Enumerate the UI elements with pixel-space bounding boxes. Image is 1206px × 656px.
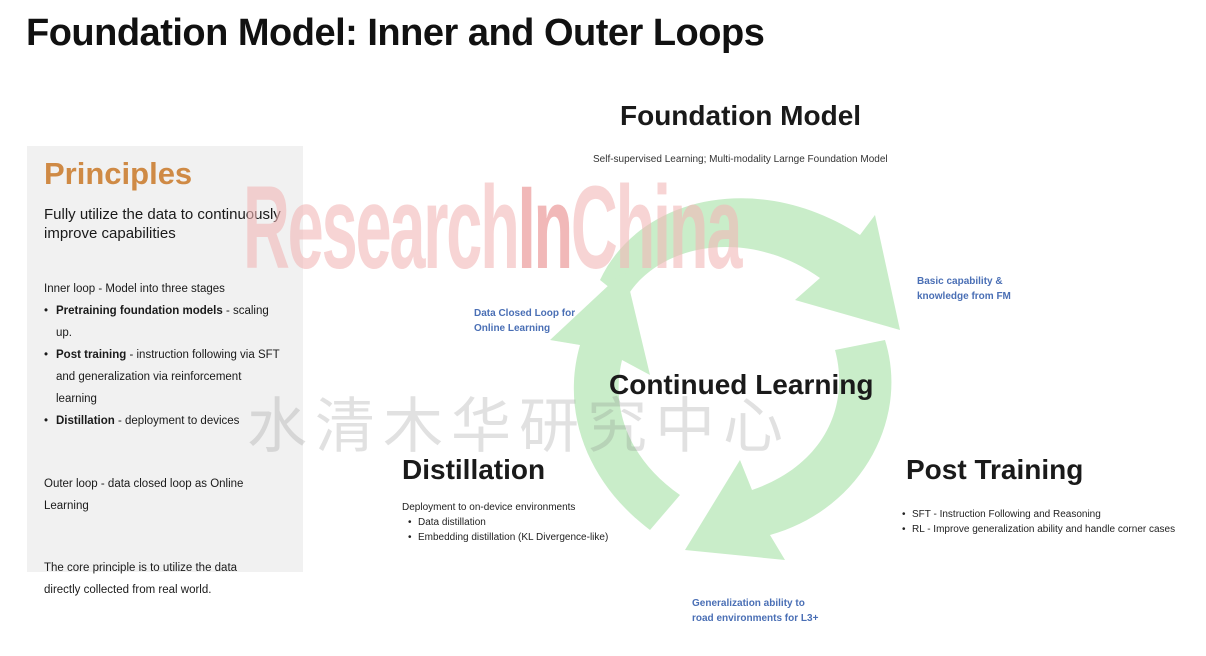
cycle-arrow-left (550, 270, 680, 530)
cycle-arrow-right (685, 340, 892, 560)
post-training-item: SFT - Instruction Following and Reasonin… (902, 507, 1175, 522)
cycle-arrow-top (600, 198, 900, 330)
principles-heading: Principles (44, 156, 193, 191)
cycle-arrows (550, 198, 900, 560)
foundation-model-subtitle: Self-supervised Learning; Multi-modality… (593, 154, 888, 165)
foundation-model-title: Foundation Model (620, 100, 862, 131)
inner-loop-title: Inner loop - Model into three stages (44, 283, 225, 295)
distillation-list: Data distillation Embedding distillation… (402, 515, 608, 545)
note-generalization: Generalization ability to road environme… (692, 598, 819, 624)
inner-loop-item-post-training: Post training - instruction following vi… (44, 344, 284, 410)
post-training-item: RL - Improve generalization ability and … (902, 522, 1175, 537)
note-data-closed-loop: Data Closed Loop for Online Learning (474, 308, 576, 334)
inner-loop-item-distillation: Distillation - deployment to devices (44, 410, 284, 432)
distillation-body: Deployment to on-device environments Dat… (402, 500, 608, 545)
principles-intro: Fully utilize the data to continuously i… (44, 206, 281, 242)
post-training-title: Post Training (906, 454, 1084, 485)
cycle-arrows-diagram (550, 198, 900, 560)
distillation-title: Distillation (402, 454, 546, 485)
inner-loop-item-pretraining: Pretraining foundation models - scaling … (44, 300, 284, 344)
inner-loop-list: Pretraining foundation models - scaling … (44, 300, 284, 432)
slide-title: Foundation Model: Inner and Outer Loops (26, 12, 765, 54)
note-basic-capability: Basic capability & knowledge from FM (917, 276, 1011, 302)
core-principle-text: The core principle is to utilize the dat… (44, 562, 238, 596)
distillation-item: Data distillation (408, 515, 608, 530)
continued-learning-title: Continued Learning (609, 369, 874, 400)
outer-loop-text: Outer loop - data closed loop as Online … (44, 478, 244, 512)
distillation-desc: Deployment to on-device environments (402, 502, 576, 513)
distillation-item: Embedding distillation (KL Divergence-li… (408, 530, 608, 545)
post-training-list: SFT - Instruction Following and Reasonin… (902, 507, 1175, 537)
